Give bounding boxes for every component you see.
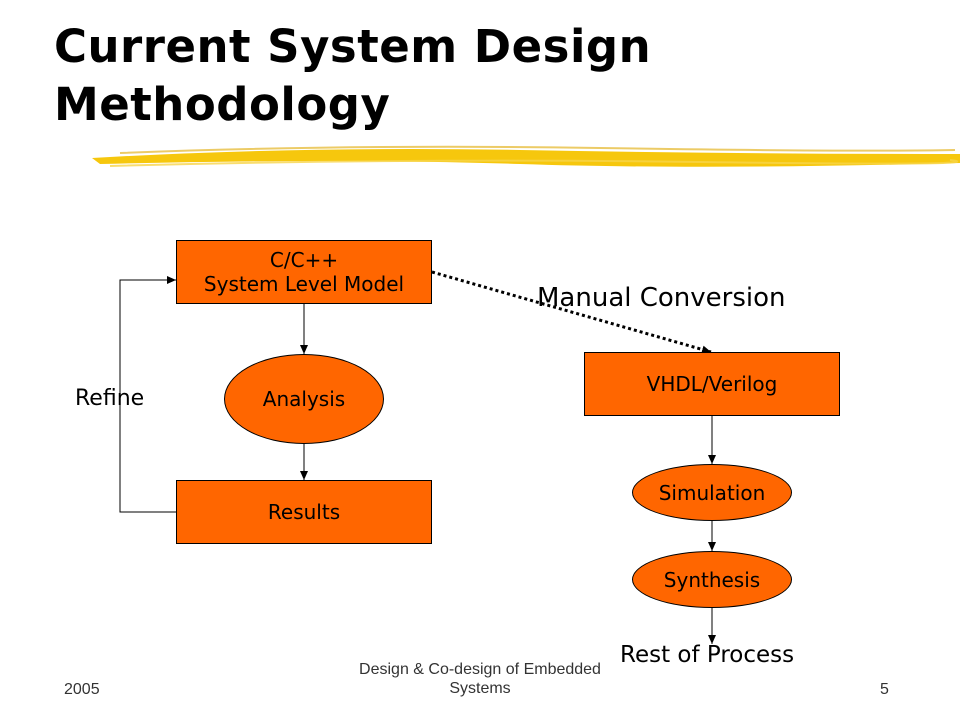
vhdl-verilog-box: VHDL/Verilog <box>584 352 840 416</box>
refine-loop-arrow <box>119 276 176 513</box>
synthesis-ellipse: Synthesis <box>632 551 792 608</box>
manual-conversion-arrow <box>431 270 712 354</box>
simulation-ellipse: Simulation <box>632 464 792 521</box>
refine-label: Refine <box>75 386 145 411</box>
results-label: Results <box>267 500 341 524</box>
system-model-line-1: C/C++ <box>269 248 339 272</box>
vhdl-label: VHDL/Verilog <box>646 372 778 396</box>
results-box: Results <box>176 480 432 544</box>
analysis-label: Analysis <box>262 387 346 411</box>
rest-of-process-label: Rest of Process <box>620 642 795 668</box>
manual-conversion-label: Manual Conversion <box>537 283 786 313</box>
system-level-model-box: C/C++ System Level Model <box>176 240 432 304</box>
analysis-ellipse: Analysis <box>224 354 384 444</box>
slide-title: Current System Design Methodology <box>54 18 914 134</box>
synthesis-label: Synthesis <box>663 567 761 592</box>
footer-page-number: 5 <box>880 681 889 698</box>
footer-course-line-2: Systems <box>449 680 511 697</box>
footer-course: Design & Co-design of Embedded Systems <box>280 660 680 698</box>
footer-course-line-1: Design & Co-design of Embedded <box>359 661 601 678</box>
title-line-1: Current System Design <box>54 20 652 73</box>
simulation-label: Simulation <box>658 480 766 505</box>
title-line-2: Methodology <box>54 78 391 131</box>
footer-year: 2005 <box>64 681 100 698</box>
system-model-line-2: System Level Model <box>203 272 405 296</box>
